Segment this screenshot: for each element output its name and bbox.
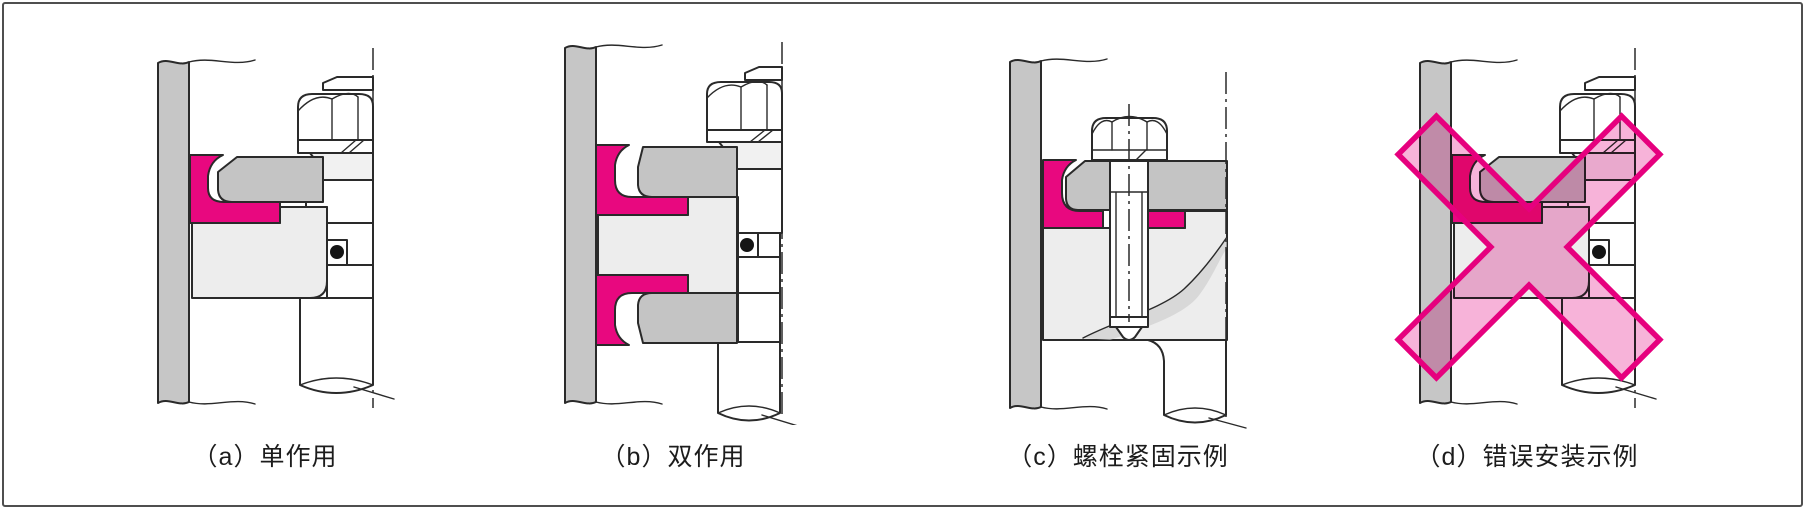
- wiper-seal: [1042, 159, 1104, 229]
- wall-cross-section: [1009, 58, 1108, 410]
- panel-a-caption: （a）单作用: [192, 443, 338, 471]
- wiper-seal-lower: [595, 274, 689, 346]
- o-ring-dot: [1592, 245, 1606, 259]
- bolt: [1091, 104, 1168, 341]
- flange-left: [1065, 160, 1111, 211]
- panel-d-diagram: [1394, 48, 1664, 408]
- panel-b-diagram: [564, 42, 798, 425]
- panel-c-diagram: [1009, 58, 1247, 429]
- gland-block-lower: [637, 292, 738, 344]
- gland-block: [217, 156, 324, 203]
- flange-right: [1147, 160, 1228, 211]
- panel-a-diagram: [157, 48, 395, 408]
- housing-block: [191, 206, 328, 299]
- gland-block-upper: [637, 146, 738, 198]
- wall-cross-section: [564, 44, 663, 405]
- o-ring-dot: [330, 245, 344, 259]
- piston-rod: [299, 297, 395, 400]
- piston-rod: [717, 341, 798, 425]
- o-ring-dot: [740, 238, 754, 252]
- piston-rod: [1561, 297, 1657, 400]
- wiper-seal-upper: [595, 144, 689, 216]
- wall-cross-section: [157, 59, 256, 405]
- wiper-seal: [189, 154, 281, 224]
- panel-d-caption: （d）错误安装示例: [1415, 443, 1639, 471]
- error-cross-icon: [1394, 112, 1664, 382]
- panel-b-caption: （b）双作用: [600, 443, 746, 471]
- piston-rod: [1147, 339, 1247, 429]
- wiper-seal-foot-right: [1147, 210, 1186, 229]
- panel-c-caption: （c）螺栓紧固示例: [1007, 443, 1229, 471]
